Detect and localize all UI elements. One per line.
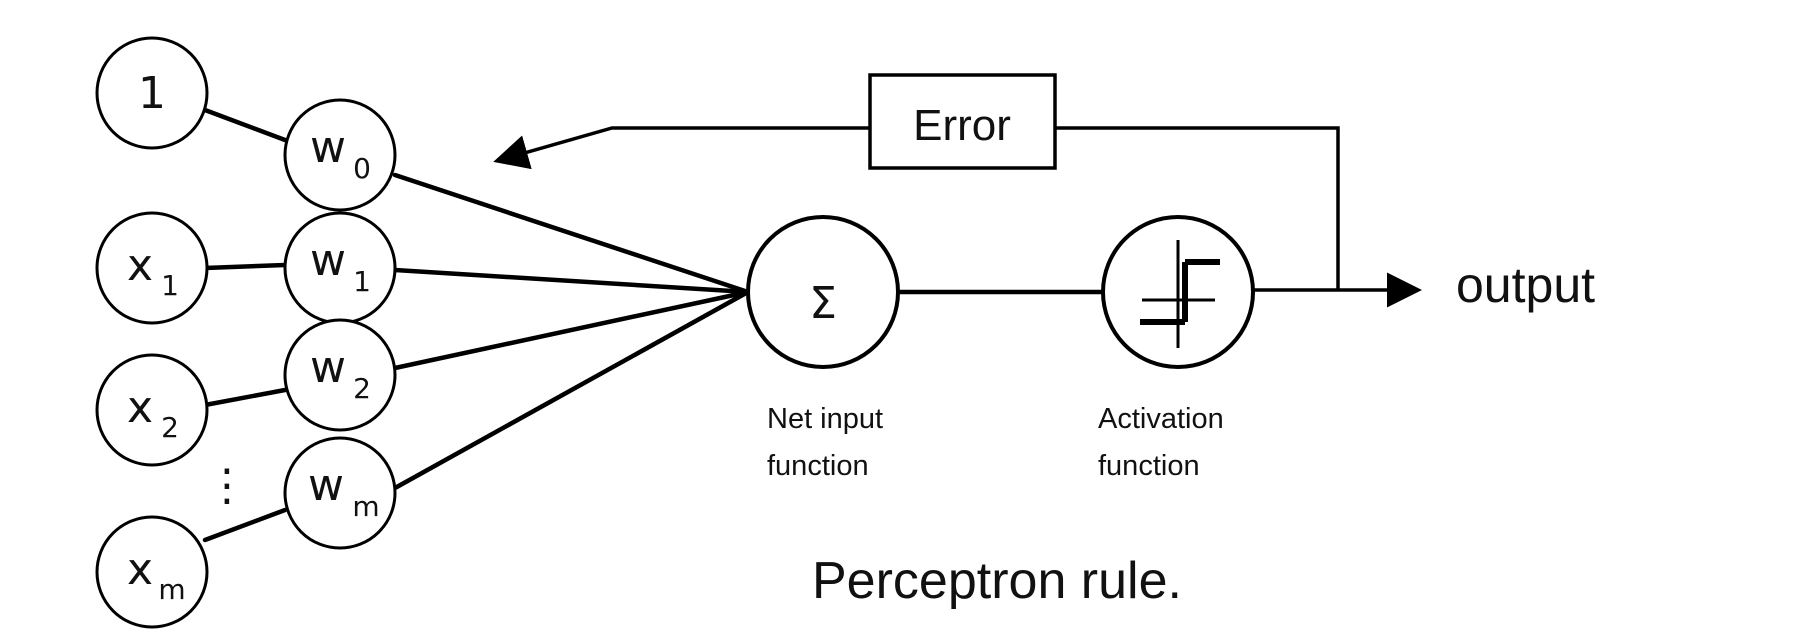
- input-node-xm-subscript: m: [158, 573, 185, 606]
- input-node-x1-subscript: 1: [161, 269, 179, 302]
- weight-node-w1-subscript: 1: [353, 265, 371, 298]
- connector-xm-wm: [202, 507, 288, 543]
- connector-x1-w1: [202, 262, 288, 271]
- activation-label-line1: Activation: [1098, 403, 1224, 435]
- net-input-label-line1: Net input: [767, 403, 883, 435]
- activation-label-line2: function: [1098, 450, 1200, 482]
- connector-x2-w2: [202, 387, 288, 408]
- diagram-caption: Perceptron rule.: [812, 552, 1182, 610]
- weight-node-wm: w m: [283, 436, 397, 550]
- error-feedback-line-right: [1055, 126, 1340, 290]
- error-label: Error: [913, 101, 1011, 150]
- input-node-x2: x 2: [95, 353, 209, 467]
- error-box: [868, 73, 1057, 170]
- weight-node-w0: w 0: [283, 98, 397, 212]
- connector-wm-sum: [392, 289, 751, 491]
- net-input-node: Σ: [746, 215, 900, 369]
- input-node-bias: 1: [95, 36, 209, 150]
- weight-node-w2: w 2: [283, 318, 397, 432]
- connector-bias-w0: [202, 107, 288, 143]
- weight-node-w1-label: w: [310, 235, 346, 286]
- connector-w1-sum: [392, 267, 751, 295]
- input-node-xm: x m: [95, 515, 209, 629]
- error-feedback-line-left: [493, 126, 870, 170]
- output-label: output: [1456, 257, 1595, 313]
- weight-node-w0-label: w: [310, 122, 346, 173]
- weight-node-w2-subscript: 2: [353, 372, 371, 405]
- weight-node-wm-label: w: [308, 460, 344, 511]
- input-node-bias-label: 1: [138, 68, 166, 119]
- input-node-x1: x 1: [95, 211, 209, 325]
- ellipsis: ⋮: [205, 460, 249, 511]
- connector-w2-sum: [392, 289, 751, 371]
- connector-w0-sum: [392, 172, 751, 295]
- weight-node-w2-label: w: [310, 342, 346, 393]
- weight-node-w0-subscript: 0: [353, 152, 371, 185]
- input-node-x1-label: x: [127, 240, 153, 291]
- input-node-x2-subscript: 2: [161, 411, 179, 444]
- step-function-icon: [1140, 240, 1220, 348]
- net-input-label-line2: function: [767, 450, 869, 482]
- weight-node-wm-subscript: m: [352, 490, 379, 523]
- input-node-x2-label: x: [127, 382, 153, 433]
- weight-node-w1: w 1: [283, 211, 397, 325]
- sigma-icon: Σ: [809, 278, 837, 329]
- input-node-xm-label: x: [127, 544, 153, 595]
